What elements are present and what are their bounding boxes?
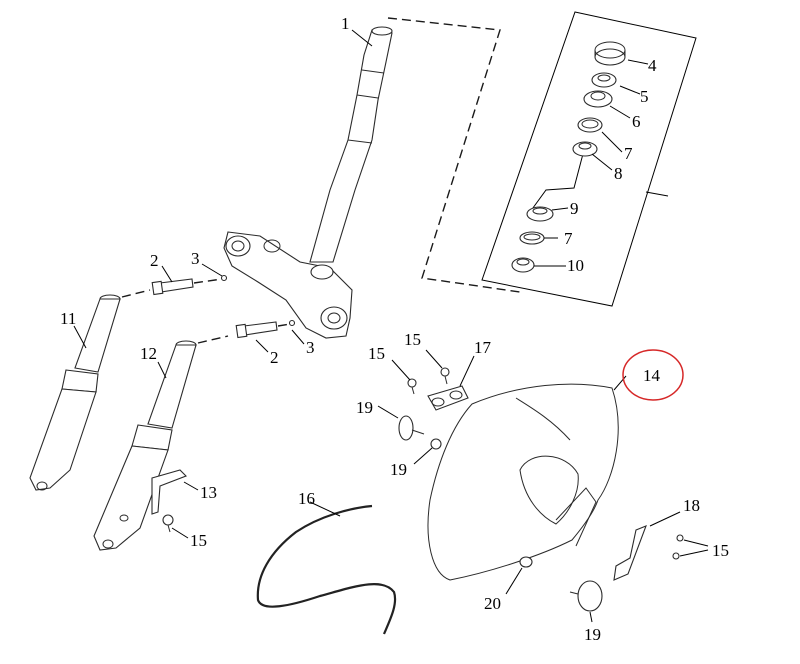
dust-seal-part	[511, 257, 535, 273]
left-fork-part	[29, 289, 151, 491]
callout-4: 4	[648, 56, 657, 75]
grommet-nut-part	[430, 438, 442, 450]
highlight-circle	[622, 349, 684, 401]
grommet-upper-part	[398, 415, 425, 441]
callout-14: 14	[643, 366, 661, 385]
top-nut-part	[594, 41, 626, 66]
bracket-bolt-b-part	[672, 552, 680, 560]
callout-19a: 19	[356, 398, 373, 417]
guide-bolt-b-part	[407, 378, 417, 395]
callout-2b: 2	[270, 348, 279, 367]
washer-upper-part	[220, 274, 228, 282]
fender-bracket-part	[613, 525, 647, 581]
callout-2a: 2	[150, 251, 159, 270]
adjuster-nut-part	[583, 90, 613, 108]
pinch-bolt-lower-part	[235, 321, 278, 339]
callout-9: 9	[570, 199, 579, 218]
hose-guide-part	[427, 385, 469, 411]
callout-8: 8	[614, 164, 623, 183]
callout-6: 6	[632, 112, 641, 131]
steering-stem-part	[309, 26, 393, 263]
fender-nut-part	[519, 556, 533, 568]
brake-hose-part	[256, 504, 397, 635]
upper-race-part	[577, 117, 603, 133]
callout-3a: 3	[191, 249, 200, 268]
callout-11: 11	[60, 309, 76, 328]
callout-15b: 15	[404, 330, 421, 349]
clamp-bolt-part	[162, 514, 174, 533]
lower-race-part	[519, 231, 545, 245]
triple-clamp-part	[223, 231, 353, 339]
callout-7a: 7	[624, 144, 633, 163]
callout-7b: 7	[564, 229, 573, 248]
bearing-kit-box	[481, 11, 697, 307]
washer-lower-part	[288, 319, 296, 327]
callout-5: 5	[640, 87, 649, 106]
hose-clamp-part	[151, 469, 187, 515]
lock-nut-part	[591, 72, 617, 88]
callout-labels: 1 2 3 4 5 6 7 8 9 7 10 11 12 2 3 13 15 1…	[60, 14, 729, 644]
callout-3b: 3	[306, 338, 315, 357]
upper-bearing-cone-part	[572, 141, 598, 157]
lower-bearing-cone-part	[526, 206, 554, 222]
assembly-dashed-line	[387, 17, 521, 293]
callout-15a: 15	[190, 531, 207, 550]
grommet-lower-part	[569, 580, 603, 612]
callout-17: 17	[474, 338, 492, 357]
guide-bolt-a-part	[440, 367, 450, 385]
callout-13: 13	[200, 483, 217, 502]
right-fork-part	[93, 335, 229, 551]
callout-19c: 19	[584, 625, 601, 644]
bracket-bolt-a-part	[676, 534, 684, 542]
callout-18: 18	[683, 496, 700, 515]
pinch-bolt-upper-part	[151, 278, 194, 296]
callout-12: 12	[140, 344, 157, 363]
callout-1: 1	[341, 14, 350, 33]
callout-15c: 15	[368, 344, 385, 363]
front-fender-part	[427, 383, 619, 581]
callout-10: 10	[567, 256, 584, 275]
callout-15d: 15	[712, 541, 729, 560]
leader-lines	[73, 29, 709, 623]
callout-16: 16	[298, 489, 315, 508]
callout-20: 20	[484, 594, 501, 613]
callout-19b: 19	[390, 460, 407, 479]
